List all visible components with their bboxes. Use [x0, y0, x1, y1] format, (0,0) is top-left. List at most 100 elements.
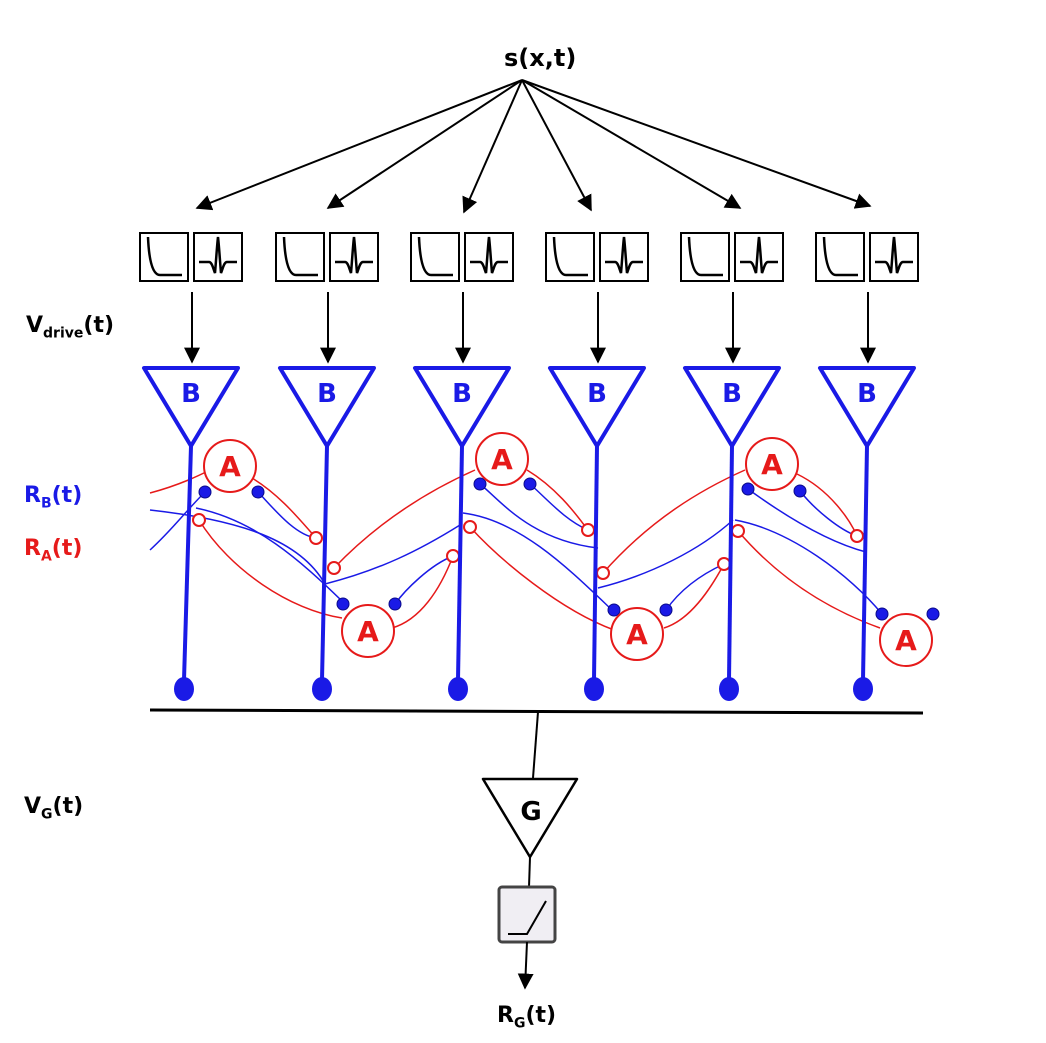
- spatial-filter-curve-3: [470, 236, 508, 274]
- excitatory-synapse-10: [793, 484, 807, 498]
- r-b-label: RB(t): [24, 483, 83, 512]
- amacrine-to-bipolar-wire-2: [251, 477, 317, 539]
- inhibitory-synapse-2: [309, 531, 323, 545]
- bipolar-to-amacrine-wire-14: [665, 563, 725, 611]
- amacrine-to-bipolar-wire-11: [663, 563, 725, 629]
- spatial-filter-curve-4: [605, 236, 643, 274]
- bipolar-cell-body-2: [278, 366, 376, 448]
- amacrine-cell-6: [879, 613, 933, 667]
- bipolar-terminal-5: [719, 677, 739, 701]
- spatial-filter-box-2: [329, 232, 379, 282]
- stimulus-arrow-3: [462, 79, 523, 214]
- stimulus-arrow-5: [521, 79, 742, 209]
- bipolar-axon-5: [727, 445, 734, 681]
- excitatory-synapse-7: [607, 603, 621, 617]
- inhibitory-synapse-10: [850, 529, 864, 543]
- excitatory-synapse-5: [473, 477, 487, 491]
- temporal-filter-curve-6: [822, 236, 858, 277]
- excitatory-synapse-1: [198, 485, 212, 499]
- bipolar-to-amacrine-wire-2: [257, 491, 317, 539]
- spatial-filter-curve-5: [740, 236, 778, 274]
- inhibitory-synapse-8: [717, 557, 731, 571]
- bipolar-terminal-2: [312, 677, 332, 701]
- spatial-filter-curve-6: [875, 236, 913, 274]
- inhibitory-synapse-1: [192, 513, 206, 527]
- stimulus-arrow-6: [521, 79, 872, 209]
- bipolar-to-amacrine-wire-5: [324, 524, 461, 585]
- amacrine-to-bipolar-wire-6: [469, 526, 615, 631]
- bipolar-cell-label-2: B: [317, 379, 337, 409]
- bipolar-to-amacrine-wire-8: [529, 483, 589, 531]
- output-arrow: [517, 941, 534, 990]
- bipolar-to-amacrine-wire-1: [149, 491, 206, 551]
- excitatory-synapse-6: [523, 477, 537, 491]
- excitatory-synapse-3: [336, 597, 350, 611]
- bipolar-cell-label-1: B: [181, 379, 201, 409]
- ganglion-to-nonlinearity-line: [528, 856, 531, 888]
- r-g-label: RG(t): [497, 1003, 557, 1032]
- bipolar-cell-label-3: B: [452, 379, 472, 409]
- spatial-filter-curve-1: [199, 236, 237, 274]
- amacrine-cell-3: [341, 604, 395, 658]
- inhibitory-synapse-4: [446, 549, 460, 563]
- ganglion-stage: G: [149, 708, 924, 990]
- bipolar-to-amacrine-wire-10: [747, 488, 867, 553]
- summation-line: [149, 708, 924, 715]
- bipolar-to-amacrine-wire-3: [195, 507, 344, 603]
- inhibitory-synapse-9: [731, 524, 745, 538]
- nonlinearity-curve: [508, 900, 547, 935]
- temporal-filter-box-6: [815, 232, 865, 282]
- bipolar-to-amacrine-wire-9: [597, 519, 734, 589]
- bipolar-cell-body-1: [142, 366, 240, 448]
- amacrine-cell-label-1: A: [219, 450, 241, 483]
- filter-boxes: [139, 232, 919, 364]
- amacrine-cell-2: [475, 432, 529, 486]
- stimulus-arrow-2: [326, 79, 523, 209]
- amacrine-to-bipolar-wire-5: [526, 469, 589, 531]
- bipolar-to-amacrine-wire-6: [479, 483, 599, 549]
- spatial-filter-curve-2: [335, 236, 373, 274]
- bipolar-terminal-6: [853, 677, 873, 701]
- amacrine-cell-label-5: A: [626, 618, 648, 651]
- bipolar-terminal-3: [448, 677, 468, 701]
- amacrine-cell-label-3: A: [357, 615, 379, 648]
- excitatory-synapse-9: [741, 482, 755, 496]
- inhibitory-synapse-3: [327, 561, 341, 575]
- bipolar-to-amacrine-wire-4: [149, 509, 326, 585]
- excitatory-synapse-4: [388, 597, 402, 611]
- bipolar-axon-2: [320, 445, 329, 681]
- bipolar-terminal-1: [174, 677, 194, 701]
- temporal-filter-curve-3: [417, 236, 453, 277]
- amacrine-cell-1: [203, 439, 257, 493]
- inhibitory-synapse-5: [463, 520, 477, 534]
- amacrine-to-bipolar-wire-4: [333, 469, 476, 569]
- stimulus-arrow-1: [195, 79, 523, 211]
- spatial-filter-box-1: [193, 232, 243, 282]
- bipolar-cell-label-5: B: [722, 379, 742, 409]
- amacrine-cell-4: [745, 437, 799, 491]
- amacrine-to-bipolar-wire-10: [737, 530, 881, 629]
- inhibitory-synapse-6: [581, 523, 595, 537]
- bipolar-axon-4: [592, 445, 599, 681]
- r-a-label: RA(t): [24, 536, 83, 565]
- amacrine-connections: [149, 469, 940, 631]
- temporal-filter-curve-2: [282, 236, 318, 277]
- bipolar-axon-1: [182, 445, 193, 681]
- amacrine-cell-label-6: A: [895, 624, 917, 657]
- amacrine-cell-label-2: A: [491, 443, 513, 476]
- ganglion-cell-label: G: [520, 797, 541, 827]
- bipolar-cell-label-6: B: [857, 379, 877, 409]
- temporal-filter-curve-1: [146, 236, 182, 277]
- temporal-filter-curve-5: [687, 236, 723, 277]
- bipolar-cell-body-3: [413, 366, 511, 448]
- excitatory-synapse-11: [875, 607, 889, 621]
- ganglion-cell-body: [481, 777, 579, 859]
- bipolar-cell-body-5: [683, 366, 781, 448]
- bipolar-axon-3: [456, 445, 464, 681]
- stimulus-arrows: [195, 79, 872, 214]
- bipolar-axon-6: [861, 445, 869, 681]
- amacrine-cell-5: [610, 607, 664, 661]
